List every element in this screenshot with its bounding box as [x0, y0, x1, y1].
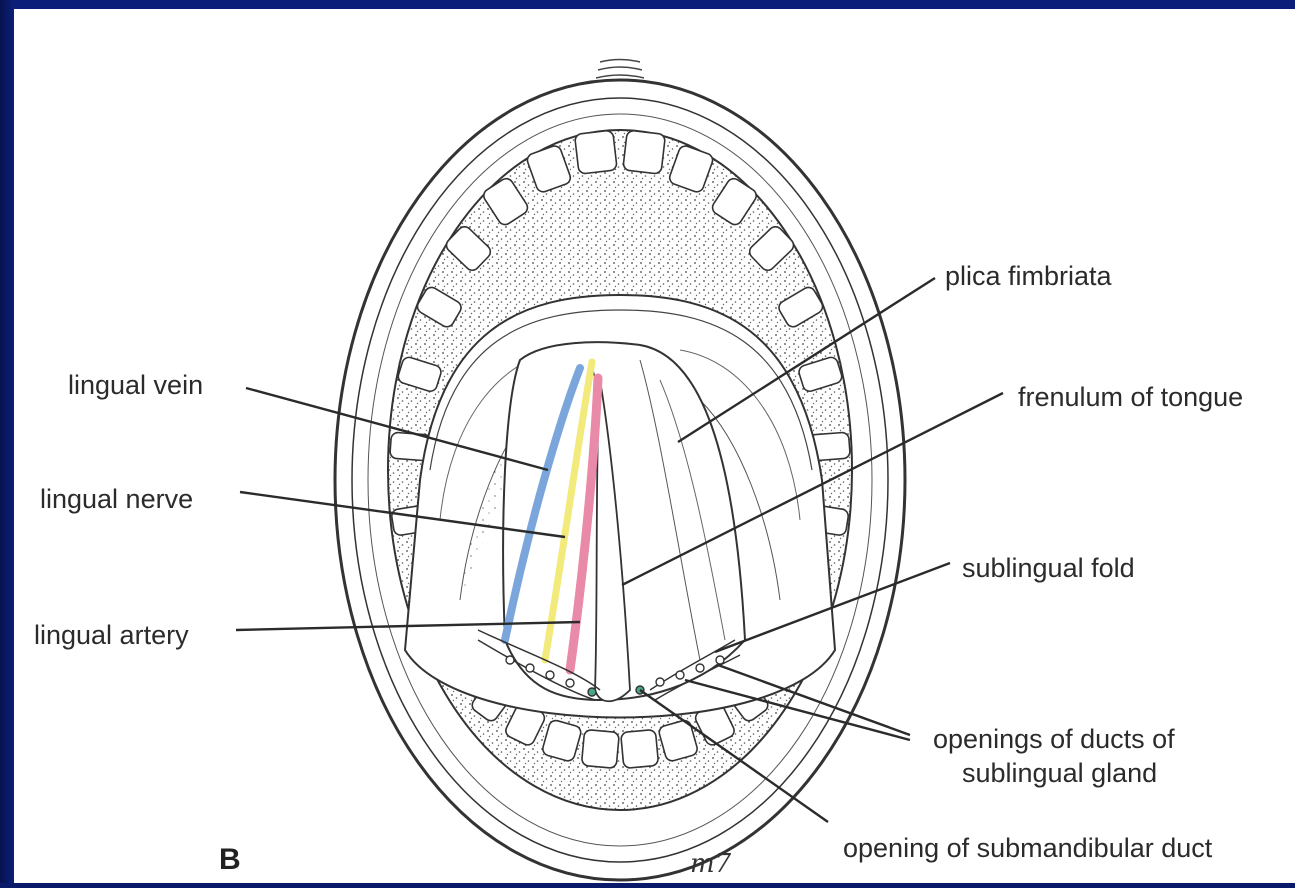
duct-opening [588, 688, 596, 696]
label-frenulum-of-tongue: frenulum of tongue [1018, 382, 1243, 412]
label-plica-fimbriata: plica fimbriata [945, 261, 1113, 291]
tooth [581, 729, 619, 768]
duct-opening [676, 671, 684, 679]
figure-letter: B [219, 843, 241, 876]
duct-opening [696, 664, 704, 672]
duct-opening [506, 656, 514, 664]
label-lingual-artery: lingual artery [34, 620, 189, 650]
tooth [574, 130, 617, 174]
label-lingual-nerve: lingual nerve [40, 484, 193, 514]
duct-opening [656, 678, 664, 686]
label-opening-of-submandibular-duct: opening of submandibular duct [843, 833, 1213, 863]
duct-opening [716, 656, 724, 664]
label-openings-of-ducts-line1: openings of ducts of [933, 724, 1175, 754]
duct-opening [546, 671, 554, 679]
label-openings-of-ducts-line2: sublingual gland [962, 758, 1157, 788]
artist-signature: m7 [690, 849, 732, 879]
label-sublingual-fold: sublingual fold [962, 553, 1135, 583]
tooth [623, 130, 666, 174]
duct-opening [526, 664, 534, 672]
oral-cavity-diagram: plica fimbriata frenulum of tongue subli… [14, 9, 1295, 883]
label-lingual-vein: lingual vein [68, 370, 203, 400]
illustration-panel: plica fimbriata frenulum of tongue subli… [14, 9, 1295, 883]
duct-opening [566, 679, 574, 687]
tooth [621, 729, 659, 768]
